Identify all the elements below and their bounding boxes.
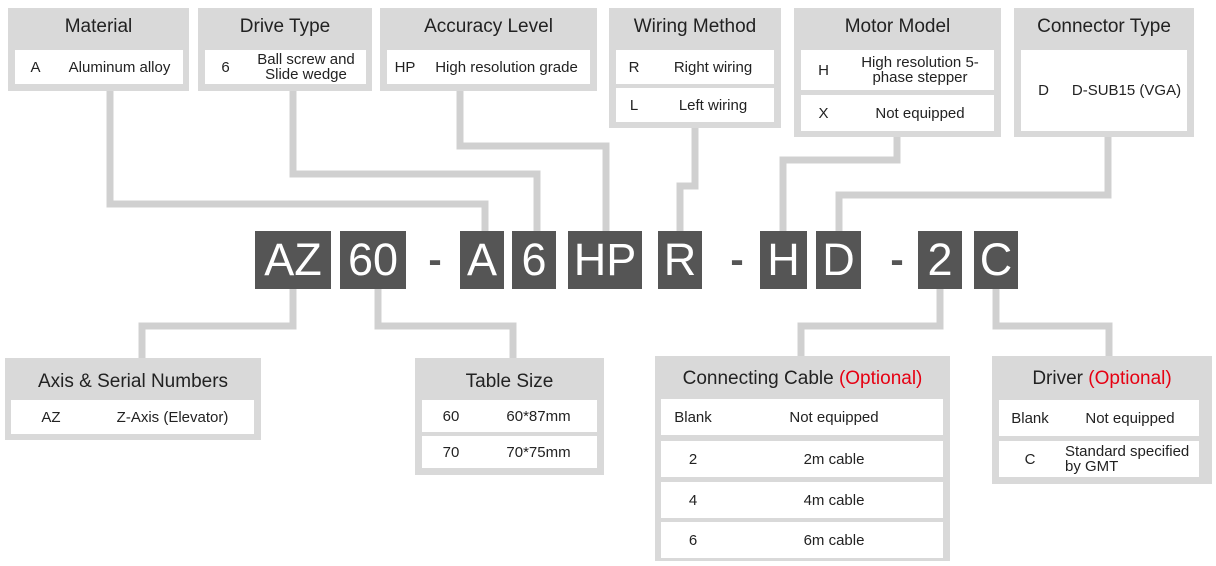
line-connecting-cable [797,289,944,356]
connecting-cable-desc-4: 4m cable [725,482,943,518]
wiring-method-box: Wiring Method R Right wiring L Left wiri… [609,8,781,128]
motor-model-title: Motor Model [844,16,951,37]
motor-model-box: Motor Model H High resolution 5-phase st… [794,8,1001,137]
drive-type-code: 6 [205,50,246,84]
line-wiring-method [676,127,699,231]
connector-type-desc: D-SUB15 (VGA) [1066,50,1187,131]
motor-model-code-x: X [801,95,846,131]
wiring-method-title: Wiring Method [633,16,757,37]
material-code: A [15,50,56,84]
axis-serial-desc: Z-Axis (Elevator) [91,400,254,434]
connecting-cable-desc-6: 6m cable [725,522,943,558]
driver-code-c: C [999,441,1061,477]
connecting-cable-title: Connecting Cable [682,368,834,389]
connector-type-box: Connector Type D D-SUB15 (VGA) [1014,8,1194,137]
driver-desc-c: Standard specified by GMT [1061,441,1199,477]
driver-desc-blank: Not equipped [1061,400,1199,436]
code-part-accuracy-level: HP [568,231,642,289]
material-desc: Aluminum alloy [56,50,183,84]
accuracy-level-desc: High resolution grade [423,50,590,84]
connecting-cable-code-2: 2 [661,441,725,477]
material-title: Material [64,16,133,37]
code-part-drive-type: 6 [512,231,556,289]
code-part-motor-model: H [760,231,807,289]
line-drive-type [289,90,541,231]
connecting-cable-box: Connecting Cable (Optional) Blank Not eq… [655,356,950,561]
drive-type-box: Drive Type 6 Ball screw and Slide wedge [198,8,372,91]
drive-type-title: Drive Type [239,16,331,37]
material-box: Material A Aluminum alloy [8,8,189,91]
code-part-material: A [460,231,504,289]
driver-box: Driver (Optional) Blank Not equipped C S… [992,356,1212,484]
line-motor-model [779,135,901,231]
driver-code-blank: Blank [999,400,1061,436]
line-connector-type [835,135,1112,231]
drive-type-desc: Ball screw and Slide wedge [246,50,366,84]
code-separator-3: - [890,237,904,282]
line-table-size [374,289,517,360]
table-size-code-70: 70 [422,436,480,468]
wiring-method-desc-r: Right wiring [652,50,774,84]
table-size-desc-60: 60*87mm [480,400,597,432]
code-part-axis: AZ [255,231,331,289]
table-size-code-60: 60 [422,400,480,432]
code-part-connector-type: D [816,231,861,289]
line-driver [992,289,1113,356]
accuracy-level-title: Accuracy Level [424,16,553,37]
table-size-box: Table Size 60 60*87mm 70 70*75mm [415,358,604,475]
line-axis-serial [138,289,297,360]
driver-title-row: Driver (Optional) [992,368,1212,390]
accuracy-level-code: HP [387,50,423,84]
wiring-method-desc-l: Left wiring [652,88,774,122]
axis-serial-code: AZ [11,400,91,434]
connecting-cable-code-blank: Blank [661,399,725,435]
motor-model-desc-x: Not equipped [846,95,994,131]
wiring-method-code-l: L [616,88,652,122]
code-separator-2: - [730,237,744,282]
code-part-connecting-cable: 2 [918,231,962,289]
table-size-desc-70: 70*75mm [480,436,597,468]
line-material [106,90,489,231]
connecting-cable-title-row: Connecting Cable (Optional) [655,368,950,390]
line-accuracy-level [456,90,610,231]
table-size-title: Table Size [465,371,554,392]
axis-serial-title: Axis & Serial Numbers [37,371,229,392]
connecting-cable-code-6: 6 [661,522,725,558]
connecting-cable-desc-2: 2m cable [725,441,943,477]
code-part-table-size: 60 [340,231,406,289]
driver-optional: (Optional) [1088,368,1172,389]
axis-serial-box: Axis & Serial Numbers AZ Z-Axis (Elevato… [5,358,261,440]
connector-type-title: Connector Type [1037,16,1171,37]
code-separator-1: - [428,237,442,282]
motor-model-code-h: H [801,50,846,90]
code-part-driver: C [974,231,1018,289]
accuracy-level-box: Accuracy Level HP High resolution grade [380,8,597,91]
motor-model-desc-h: High resolution 5-phase stepper [846,50,994,90]
driver-title: Driver [1032,368,1083,389]
connector-type-code: D [1021,50,1066,131]
connecting-cable-code-4: 4 [661,482,725,518]
connecting-cable-desc-blank: Not equipped [725,399,943,435]
wiring-method-code-r: R [616,50,652,84]
code-part-wiring-method: R [658,231,702,289]
connecting-cable-optional: (Optional) [838,368,923,389]
